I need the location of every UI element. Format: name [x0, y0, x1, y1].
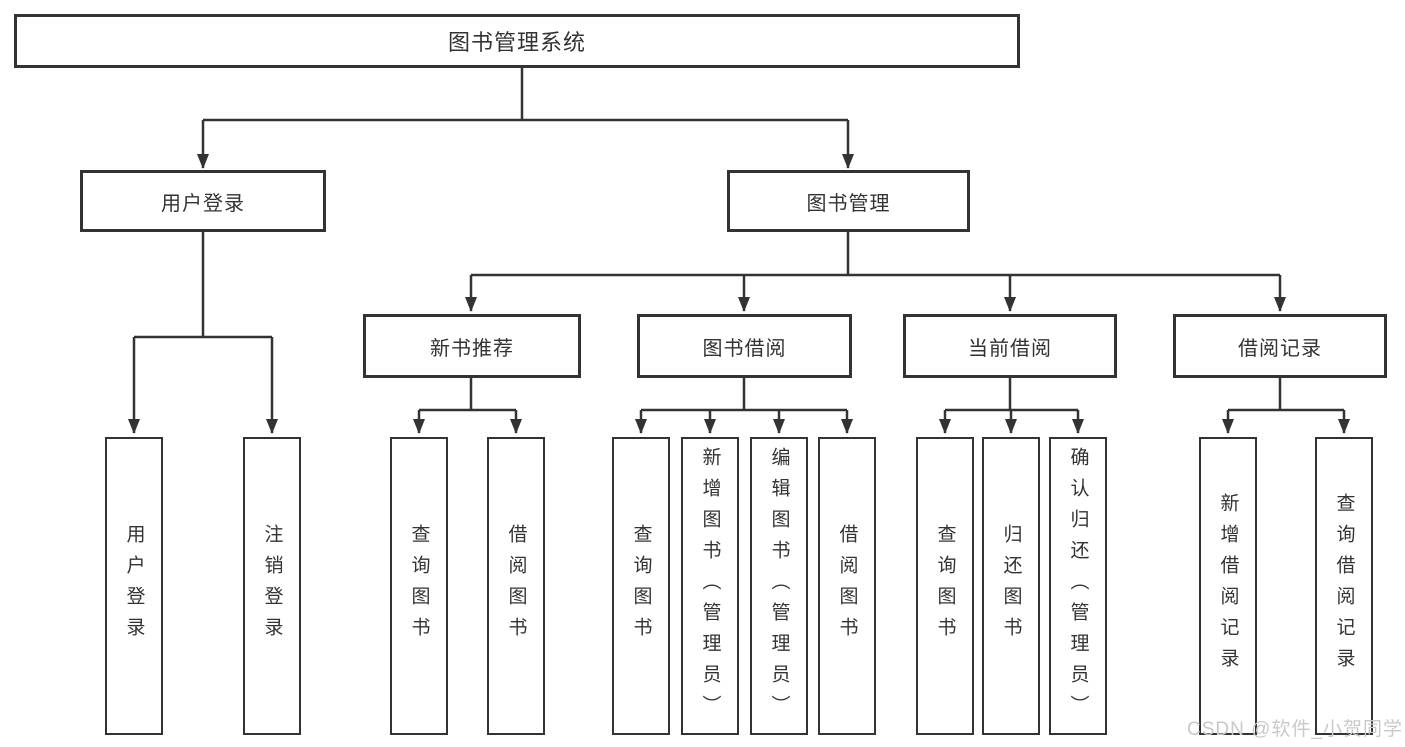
- leaf-user-login: 用户登录: [105, 437, 163, 735]
- leaf-current-return-books: 归还图书: [982, 437, 1040, 735]
- leaf-current-confirm-return-admin: 确认归还（管理员）: [1049, 437, 1107, 735]
- leaf-borrow-edit-books-admin: 编辑图书（管理员）: [750, 437, 808, 735]
- node-new-book-recommendation: 新书推荐: [363, 314, 581, 378]
- node-library-management-system: 图书管理系统: [14, 14, 1020, 68]
- node-user-login: 用户登录: [80, 170, 326, 232]
- csdn-watermark: CSDN @软件_小贺同学: [1187, 719, 1403, 740]
- leaf-borrow-add-books-admin: 新增图书（管理员）: [681, 437, 739, 735]
- leaf-records-add-borrow-record: 新增借阅记录: [1199, 437, 1257, 735]
- leaf-current-query-books: 查询图书: [916, 437, 974, 735]
- node-book-borrowing: 图书借阅: [637, 314, 852, 378]
- node-book-management: 图书管理: [727, 170, 970, 232]
- node-current-borrowing: 当前借阅: [903, 314, 1117, 378]
- leaf-recommend-borrow-books: 借阅图书: [487, 437, 545, 735]
- leaf-recommend-query-books: 查询图书: [390, 437, 448, 735]
- leaf-logout: 注销登录: [243, 437, 301, 735]
- leaf-borrow-query-books: 查询图书: [612, 437, 670, 735]
- leaf-records-query-borrow-record: 查询借阅记录: [1315, 437, 1373, 735]
- leaf-borrow-borrow-books: 借阅图书: [818, 437, 876, 735]
- node-borrowing-records: 借阅记录: [1173, 314, 1387, 378]
